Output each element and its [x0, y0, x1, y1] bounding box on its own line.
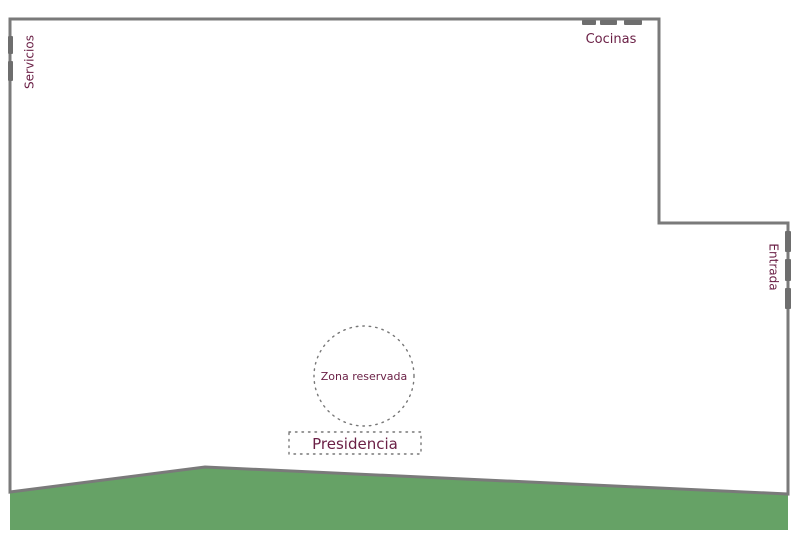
cocinas-door[interactable] [582, 20, 642, 25]
cocinas-label: Cocinas [586, 32, 637, 47]
entrada-door[interactable] [785, 231, 791, 309]
presidencia-label: Presidencia [312, 435, 398, 453]
presidencia-table [288, 431, 422, 455]
zona-reservada-label: Zona reservada [321, 370, 408, 383]
entrada-label: Entrada [767, 243, 781, 290]
garden-area [10, 467, 788, 530]
zona-reservada-area [313, 325, 415, 427]
room-walls [8, 17, 790, 496]
servicios-door[interactable] [8, 36, 13, 81]
servicios-label: Servicios [23, 35, 37, 89]
